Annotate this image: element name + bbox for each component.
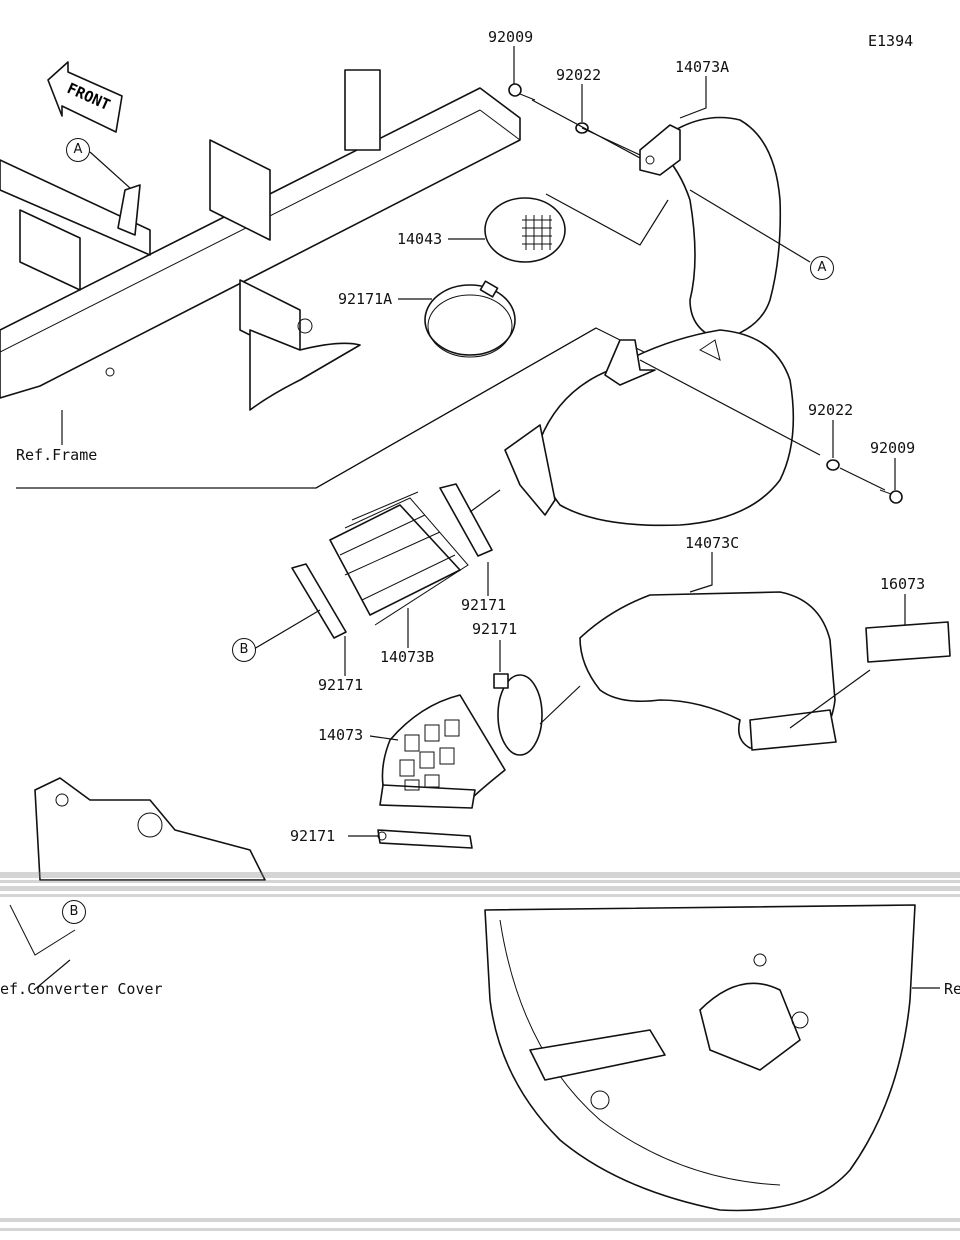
elbow-duct-14073 [379, 694, 506, 809]
part-label-92171A: 92171A [338, 290, 393, 308]
part-label-92171-mid-left: 92171 [318, 676, 364, 694]
part-label-14073C: 14073C [685, 534, 740, 552]
part-label-14073: 14073 [318, 726, 364, 744]
clamp-92171-bottom [377, 829, 473, 849]
part-label-92022-top: 92022 [556, 66, 602, 84]
part-label-92022-right: 92022 [808, 401, 854, 419]
part-label-92171-right-lower: 92171 [472, 620, 518, 638]
clamp-92171-mid-right [439, 483, 493, 557]
upper-duct-14073A [639, 116, 782, 341]
scan-noise [0, 872, 960, 1231]
screen-14043 [484, 197, 566, 263]
front-arrow-icon: FRONT [47, 61, 123, 133]
duct-14073C [579, 591, 837, 751]
part-label-92171-mid-right: 92171 [461, 596, 507, 614]
washer-92022-right [826, 459, 840, 471]
clamp-92171-mid-left [291, 563, 347, 639]
part-label-92171-bottom: 92171 [290, 827, 336, 845]
part-label-16073: 16073 [880, 575, 926, 593]
diagram-code: E1394 [868, 32, 914, 50]
ref-right-edge-label: Re [944, 980, 960, 998]
clamp-92171-right-lower [493, 673, 543, 756]
callout-b-left: B [232, 638, 256, 662]
clamp-92171A [424, 280, 516, 358]
engine-casing [484, 904, 916, 1212]
boot-14073B [329, 491, 469, 626]
ref-frame-label: Ref.Frame [16, 446, 98, 464]
bolt-92009-top [508, 83, 536, 101]
callout-a-right: A [810, 256, 834, 280]
label-plate-16073 [865, 621, 951, 663]
part-label-14073A: 14073A [675, 58, 730, 76]
callout-b-lower: B [62, 900, 86, 924]
bolt-92009-right [879, 489, 903, 504]
ref-converter-cover-label: ef.Converter Cover [0, 980, 163, 998]
converter-cover-left [9, 777, 266, 956]
part-label-92009-right: 92009 [870, 439, 916, 457]
part-label-92009-top: 92009 [488, 28, 534, 46]
part-label-14073B: 14073B [380, 648, 435, 666]
leader-lines [33, 46, 940, 991]
frame-assembly [0, 69, 521, 411]
callout-a-left: A [66, 138, 90, 162]
air-box-housing [504, 329, 795, 527]
part-label-14043: 14043 [397, 230, 443, 248]
